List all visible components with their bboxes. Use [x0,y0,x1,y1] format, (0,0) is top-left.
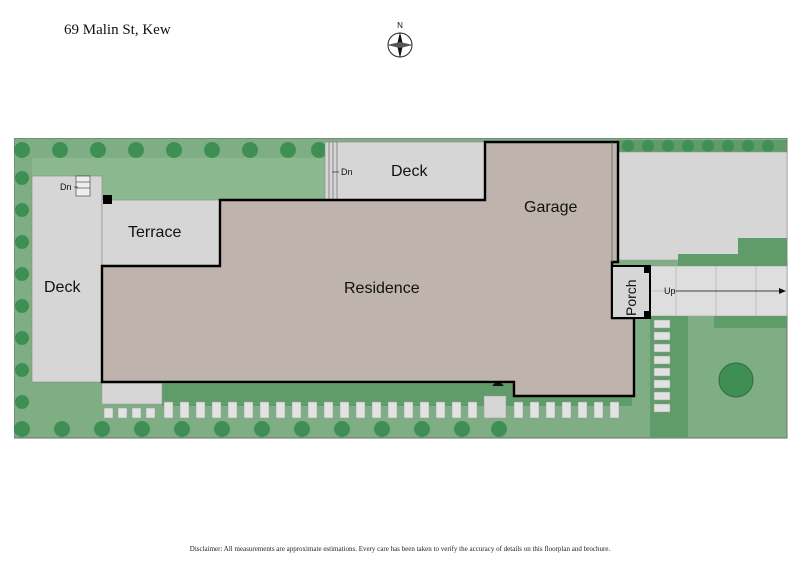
disclaimer: Disclaimer: All measurements are approxi… [189,545,611,553]
dn-top-label: Dn [341,167,353,177]
steps-top [328,142,338,200]
feature-tree [718,362,754,398]
residence-label: Residence [344,280,420,297]
up-label: Up [664,286,676,296]
hedge-right-mid [738,238,787,256]
stepping-stones-side [653,319,671,413]
porch [611,265,651,319]
small-paving-left [101,381,163,405]
steps-left [75,175,91,197]
hedge-up-bottom [714,316,787,328]
dn-left-label: Dn [60,182,72,192]
tree-row-top [14,142,327,158]
residence-area [100,140,636,398]
floorplan: Up Deck Dn [14,138,788,439]
garage-label: Garage [524,199,577,216]
bottom-step [483,395,507,419]
hedge-up-top [678,254,787,266]
tree-row-bottom [14,421,507,437]
property-address: 69 Malin St, Kew [64,22,171,38]
tree-row-left [15,171,29,409]
deck-left [31,175,103,383]
terrace-label: Terrace [128,224,181,241]
porch-label: Porch [623,279,639,316]
deck-top [324,141,486,201]
post-terrace [103,195,112,204]
deck-top-label: Deck [391,163,428,180]
compass-icon: N [387,21,413,58]
stepping-stones-bottom [163,401,620,419]
tree-row-top-right [622,140,774,152]
deck-left-label: Deck [44,279,81,296]
compass-north-label: N [397,21,403,30]
